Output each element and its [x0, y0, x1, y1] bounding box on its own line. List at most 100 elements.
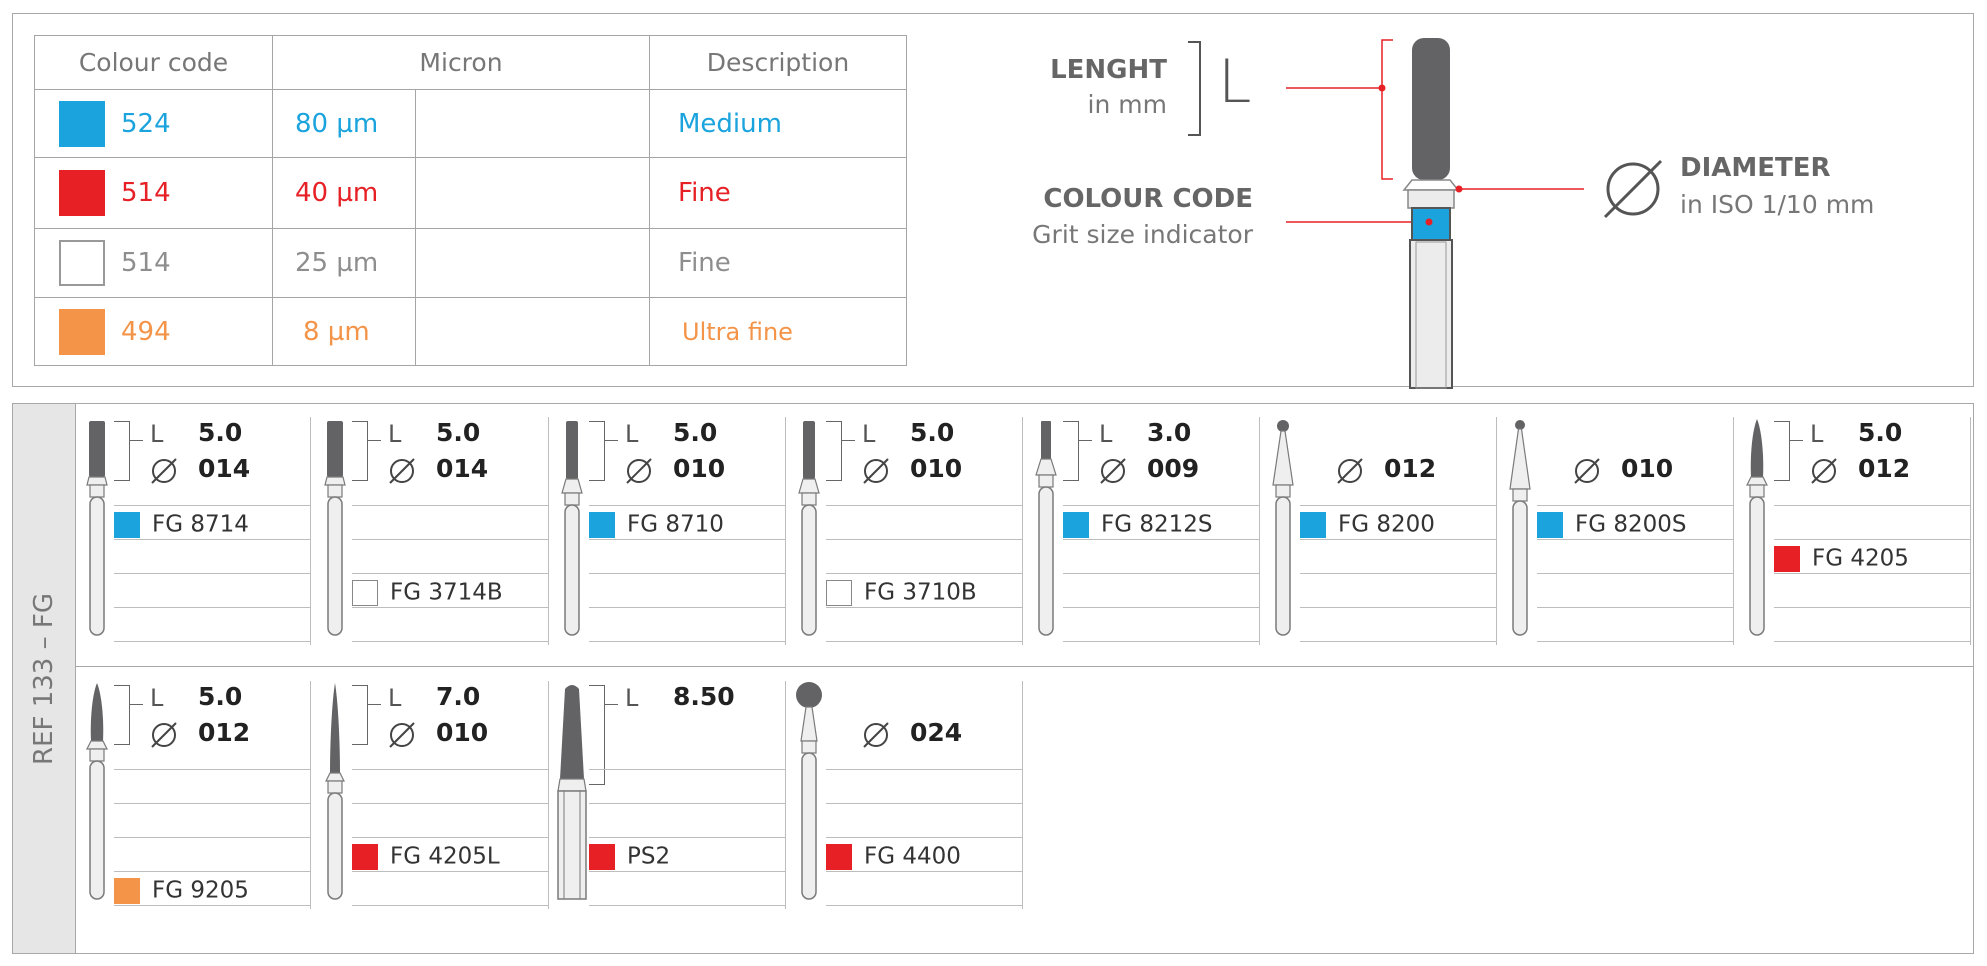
- length-value: 5.0: [436, 418, 481, 447]
- grit-swatch: [1774, 545, 1800, 572]
- product-code-text: FG 3714B: [390, 579, 503, 606]
- grit-swatch: [59, 240, 105, 286]
- ruling-line: [1537, 573, 1734, 574]
- product-code-text: FG 4205L: [390, 843, 500, 870]
- product-code: FG 8710: [589, 511, 724, 541]
- length-label: L: [388, 420, 402, 448]
- table-row: 514 25 µm Fine: [34, 228, 907, 298]
- cyl-long-bur-icon: [324, 421, 346, 636]
- length-symbol: L: [1218, 47, 1252, 117]
- diameter-icon: [1337, 458, 1363, 484]
- ruling-line: [589, 539, 786, 540]
- diameter-value: 010: [1621, 454, 1674, 483]
- code-cell: 514: [34, 228, 273, 298]
- length-value: 3.0: [1147, 418, 1192, 447]
- product-code-text: FG 4205: [1812, 545, 1909, 572]
- ruling-line: [1537, 505, 1734, 506]
- ruling-line: [1774, 539, 1971, 540]
- ruling-line: [1063, 573, 1260, 574]
- cell-divider: [548, 417, 549, 645]
- cell-divider: [1022, 681, 1023, 909]
- length-bracket: [352, 421, 381, 481]
- ruling-line: [589, 505, 786, 506]
- ruling-line: [114, 573, 311, 574]
- grit-swatch: [589, 511, 615, 538]
- diameter-value: 012: [198, 718, 251, 747]
- diameter-icon: [1603, 159, 1663, 219]
- ruling-line: [826, 769, 1023, 770]
- ruling-line: [1063, 607, 1260, 608]
- code-text: 514: [121, 248, 171, 278]
- code-cell: 494: [34, 297, 273, 366]
- cell-divider: [310, 417, 311, 645]
- grit-swatch: [352, 843, 378, 870]
- diameter-icon: [626, 458, 652, 484]
- cell-divider: [785, 417, 786, 645]
- ruling-line: [826, 607, 1023, 608]
- micron-cell: 40 µm: [272, 157, 416, 229]
- empty-cell: [415, 297, 650, 366]
- length-value: 8.50: [673, 682, 735, 711]
- product-code: FG 8714: [114, 511, 249, 541]
- diameter-icon: [389, 722, 415, 748]
- ruling-line: [826, 905, 1023, 906]
- colour-code-title: COLOUR CODE: [1043, 184, 1253, 214]
- legend-panel: [12, 13, 1974, 387]
- diameter-icon: [389, 458, 415, 484]
- grit-swatch: [1063, 511, 1089, 538]
- cell-divider: [1970, 417, 1971, 645]
- ruling-line: [589, 641, 786, 642]
- ruling-line: [589, 803, 786, 804]
- product-code-text: FG 3710B: [864, 579, 977, 606]
- grit-swatch: [114, 877, 140, 904]
- pear-big-bur-icon: [557, 685, 587, 900]
- bur-diagram: [1188, 38, 1663, 389]
- ruling-line: [589, 607, 786, 608]
- ruling-line: [1774, 505, 1971, 506]
- code-cell: 514: [34, 157, 273, 229]
- ruling-line: [114, 505, 311, 506]
- diameter-value: 010: [436, 718, 489, 747]
- ruling-line: [826, 539, 1023, 540]
- diameter-icon: [151, 458, 177, 484]
- ruling-line: [1300, 505, 1497, 506]
- micron-cell: 25 µm: [272, 228, 416, 298]
- length-label: L: [150, 420, 164, 448]
- grit-swatch: [1537, 511, 1563, 538]
- cell-divider: [548, 681, 549, 909]
- product-code-text: FG 8212S: [1101, 511, 1213, 538]
- product-code-text: FG 9205: [152, 877, 249, 904]
- diameter-value: 014: [436, 454, 489, 483]
- product-code: FG 3714B: [352, 579, 503, 609]
- header-description: Description: [649, 35, 907, 90]
- length-label: L: [625, 684, 639, 712]
- header-micron: Micron: [272, 35, 650, 90]
- length-title: LENGHT: [1050, 55, 1167, 85]
- product-code: FG 4205L: [352, 843, 500, 873]
- ruling-line: [352, 505, 549, 506]
- length-label: L: [1099, 420, 1113, 448]
- length-value: 5.0: [673, 418, 718, 447]
- table-row: 524 80 µm Medium: [34, 89, 907, 158]
- grit-swatch: [59, 308, 105, 355]
- product-code: FG 8200: [1300, 511, 1435, 541]
- cell-divider: [1733, 417, 1734, 645]
- product-code: FG 8200S: [1537, 511, 1687, 541]
- length-value: 5.0: [1858, 418, 1903, 447]
- product-code: FG 8212S: [1063, 511, 1213, 541]
- micron-cell: 80 µm: [272, 89, 416, 158]
- diameter-value: 012: [1858, 454, 1911, 483]
- diameter-icon: [863, 458, 889, 484]
- ruling-line: [352, 607, 549, 608]
- description-cell: Fine: [649, 228, 907, 298]
- ruling-line: [114, 539, 311, 540]
- product-code-text: FG 8714: [152, 511, 249, 538]
- diameter-pointer-dot: [1455, 185, 1463, 193]
- ruling-line: [1774, 641, 1971, 642]
